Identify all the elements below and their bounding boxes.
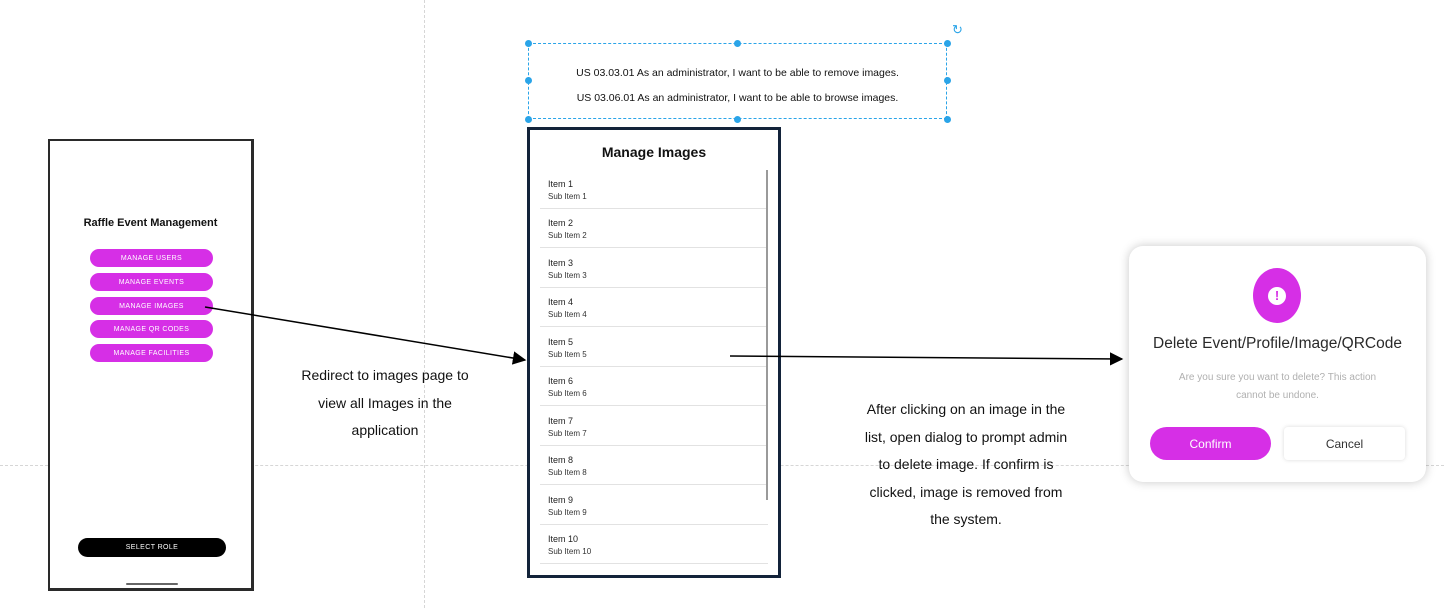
resize-handle-right[interactable] [944,77,951,84]
image-list-item[interactable]: Item 1 Sub Item 1 [540,170,768,209]
item-label: Item 3 [548,258,574,268]
manage-users-button[interactable]: MANAGE USERS [90,249,213,267]
image-list-item[interactable]: Item 8 Sub Item 8 [540,446,768,485]
image-list-item[interactable]: Item 4 Sub Item 4 [540,288,768,327]
dialog-message-line: Are you sure you want to delete? This ac… [1178,372,1377,383]
image-list-item[interactable]: Item 10 Sub Item 10 [540,525,768,564]
screen-title: Manage Images [601,144,707,160]
caption-line: application [351,422,419,438]
arrow-images-to-dialog [729,352,1124,366]
select-role-button[interactable]: SELECT ROLE [78,538,226,557]
caption-line: list, open dialog to prompt admin [864,428,1068,445]
caption-line: Redirect to images page to [301,367,469,383]
list-scrollbar[interactable] [766,170,768,500]
item-sublabel: Sub Item 1 [548,192,587,201]
item-label: Item 10 [548,534,579,544]
item-label: Item 5 [548,337,574,347]
item-sublabel: Sub Item 3 [548,271,587,280]
item-sublabel: Sub Item 9 [548,508,587,517]
rotate-handle-icon[interactable]: ↻ [952,22,963,37]
caption-line: clicked, image is removed from [869,483,1063,500]
resize-handle-bottom-left[interactable] [525,116,532,123]
dialog-message-line: cannot be undone. [1236,390,1319,401]
user-story-browse: US 03.06.01 As an administrator, I want … [576,92,899,104]
resize-handle-bottom-right[interactable] [944,116,951,123]
image-list-item[interactable]: Item 3 Sub Item 3 [540,249,768,288]
image-list-item[interactable]: Item 7 Sub Item 7 [540,407,768,446]
confirm-button[interactable]: Confirm [1150,427,1271,460]
image-list-item[interactable]: Item 6 Sub Item 6 [540,367,768,406]
dialog-flow-caption: After clicking on an image in the list, … [846,396,1086,534]
item-label: Item 8 [548,455,574,465]
resize-handle-bottom[interactable] [734,116,741,123]
item-label: Item 9 [548,495,574,505]
canvas-guide-vertical [424,0,425,608]
caption-line: the system. [930,511,1002,527]
manage-facilities-button[interactable]: MANAGE FACILITIES [90,344,213,362]
user-story-remove: US 03.03.01 As an administrator, I want … [576,67,899,79]
item-sublabel: Sub Item 2 [548,231,587,240]
manage-events-button[interactable]: MANAGE EVENTS [90,273,213,291]
item-label: Item 1 [548,179,574,189]
app-title: Raffle Event Management [83,217,218,229]
item-label: Item 4 [548,297,574,307]
cancel-button[interactable]: Cancel [1284,427,1405,460]
item-label: Item 2 [548,218,574,228]
caption-line: to delete image. If confirm is [878,456,1054,472]
resize-handle-top-left[interactable] [525,40,532,47]
alert-icon: ! [1253,268,1301,323]
image-list-item[interactable]: Item 2 Sub Item 2 [540,209,768,248]
image-list-item[interactable]: Item 9 Sub Item 9 [540,486,768,525]
delete-confirmation-dialog: ! Delete Event/Profile/Image/QRCode Are … [1129,246,1426,482]
item-sublabel: Sub Item 4 [548,310,587,319]
arrow-menu-to-images [204,306,527,365]
caption-line: After clicking on an image in the [866,401,1066,417]
manage-images-button[interactable]: MANAGE IMAGES [90,297,213,315]
dialog-message: Are you sure you want to delete? This ac… [1153,369,1402,405]
item-sublabel: Sub Item 5 [548,350,587,359]
item-sublabel: Sub Item 10 [548,547,592,556]
resize-handle-top-right[interactable] [944,40,951,47]
image-list-item[interactable]: Item 5 Sub Item 5 [540,328,768,367]
item-sublabel: Sub Item 6 [548,389,587,398]
resize-handle-top[interactable] [734,40,741,47]
item-label: Item 7 [548,416,574,426]
admin-menu-screen: Raffle Event Management MANAGE USERS MAN… [48,139,254,591]
manage-qr-codes-button[interactable]: MANAGE QR CODES [90,320,213,338]
item-sublabel: Sub Item 7 [548,429,587,438]
dialog-title: Delete Event/Profile/Image/QRCode [1153,335,1402,352]
redirect-caption: Redirect to images page to view all Imag… [286,362,484,445]
caption-line: view all Images in the [318,394,452,411]
item-label: Item 6 [548,376,574,386]
manage-images-screen: Manage Images Item 1 Sub Item 1 Item 2 S… [527,127,781,578]
item-sublabel: Sub Item 8 [548,468,587,477]
resize-handle-left[interactable] [525,77,532,84]
home-indicator [126,583,178,585]
